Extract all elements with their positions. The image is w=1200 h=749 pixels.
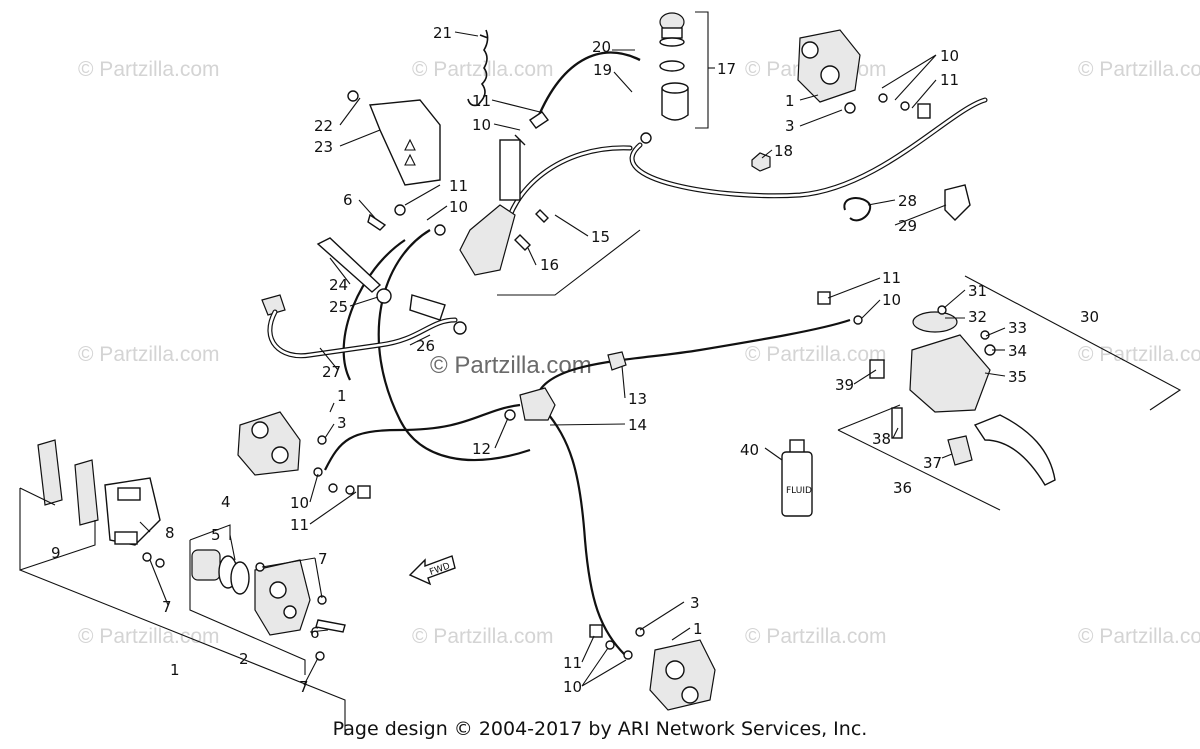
clamp-28 (843, 197, 872, 222)
callout-10: 10 (290, 494, 309, 512)
callout-10: 10 (472, 116, 491, 134)
callout-26: 26 (416, 337, 435, 355)
callout-6: 6 (343, 191, 353, 209)
callout-14: 14 (628, 416, 647, 434)
callout-35: 35 (1008, 368, 1027, 386)
callout-38: 38 (872, 430, 891, 448)
callout-5: 5 (211, 526, 221, 544)
brake-pedal-27 (261, 294, 467, 359)
callout-1: 1 (785, 92, 795, 110)
bracket-23 (347, 90, 441, 186)
brake-pads-9 (19, 439, 99, 571)
callout-11: 11 (472, 92, 491, 110)
caliper-bottom-right (589, 624, 716, 711)
fluid-label: FLUID (786, 486, 812, 496)
watermark: © Partzilla.com (78, 343, 220, 366)
callout-21: 21 (433, 24, 452, 42)
group-brackets (19, 11, 1182, 735)
callout-12: 12 (472, 440, 491, 458)
spring-21 (467, 29, 489, 107)
callout-1: 1 (693, 620, 703, 638)
watermark: © Partzilla.com (1078, 625, 1200, 648)
callout-10: 10 (940, 47, 959, 65)
caliper-bottom-left (142, 549, 346, 661)
clip-29 (944, 184, 971, 221)
callout-11: 11 (449, 177, 468, 195)
callout-32: 32 (968, 308, 987, 326)
watermark: © Partzilla.com (1078, 58, 1200, 81)
caliper-left-middle (237, 411, 371, 499)
callout-39: 39 (835, 376, 854, 394)
watermark: © Partzilla.com (78, 625, 220, 648)
watermark: © Partzilla.com (78, 58, 220, 81)
callout-19: 19 (593, 61, 612, 79)
leader-lines (139, 31, 1006, 687)
bracket-8 (104, 477, 161, 546)
callout-1: 1 (337, 387, 347, 405)
callout-11: 11 (882, 269, 901, 287)
reservoir-17 (640, 12, 689, 144)
callout-labels: 21 20 19 17 10 11 1 3 18 22 23 11 10 6 1… (51, 24, 1099, 696)
front-master-cylinder (817, 291, 1056, 486)
callout-4: 4 (221, 493, 231, 511)
watermark: © Partzilla.com (412, 625, 554, 648)
callout-6: 6 (310, 624, 320, 642)
fwd-arrow: FWD (408, 555, 456, 586)
callout-33: 33 (1008, 319, 1027, 337)
callout-3: 3 (337, 414, 347, 432)
footer-credit: Page design © 2004-2017 by ARI Network S… (332, 718, 868, 740)
callout-10: 10 (563, 678, 582, 696)
callout-11: 11 (940, 71, 959, 89)
callout-25: 25 (329, 298, 348, 316)
callout-9: 9 (51, 544, 61, 562)
callout-11: 11 (563, 654, 582, 672)
watermark: © Partzilla.com (1078, 343, 1200, 366)
callout-23: 23 (314, 138, 333, 156)
junction-block (504, 351, 627, 421)
callout-22: 22 (314, 117, 333, 135)
callout-18: 18 (774, 142, 793, 160)
callout-29: 29 (898, 217, 917, 235)
callout-17: 17 (717, 60, 736, 78)
callout-16: 16 (540, 256, 559, 274)
master-cylinder-rear (367, 111, 550, 276)
callout-1: 1 (170, 661, 180, 679)
callout-28: 28 (898, 192, 917, 210)
callout-37: 37 (923, 454, 942, 472)
brake-fluid-bottle: FLUID (781, 439, 813, 517)
callout-2: 2 (239, 650, 249, 668)
caliper-top-right (797, 29, 931, 119)
callout-34: 34 (1008, 342, 1027, 360)
watermark-center: © Partzilla.com (430, 352, 592, 379)
bolt-24 (316, 237, 392, 304)
nut-18 (751, 152, 771, 172)
watermark: © Partzilla.com (412, 58, 554, 81)
callout-7: 7 (162, 598, 172, 616)
callout-13: 13 (628, 390, 647, 408)
callout-31: 31 (968, 282, 987, 300)
callout-8: 8 (165, 524, 175, 542)
callout-24: 24 (329, 276, 348, 294)
callout-36: 36 (893, 479, 912, 497)
callout-27: 27 (322, 363, 341, 381)
watermark: © Partzilla.com (745, 625, 887, 648)
callout-3: 3 (785, 117, 795, 135)
callout-11: 11 (290, 516, 309, 534)
callout-30: 30 (1080, 308, 1099, 326)
callout-10: 10 (449, 198, 468, 216)
callout-7: 7 (318, 550, 328, 568)
callout-40: 40 (740, 441, 759, 459)
callout-20: 20 (592, 38, 611, 56)
callout-10: 10 (882, 291, 901, 309)
watermark: © Partzilla.com (745, 343, 887, 366)
callout-15: 15 (591, 228, 610, 246)
callout-7: 7 (299, 678, 309, 696)
callout-3: 3 (690, 594, 700, 612)
